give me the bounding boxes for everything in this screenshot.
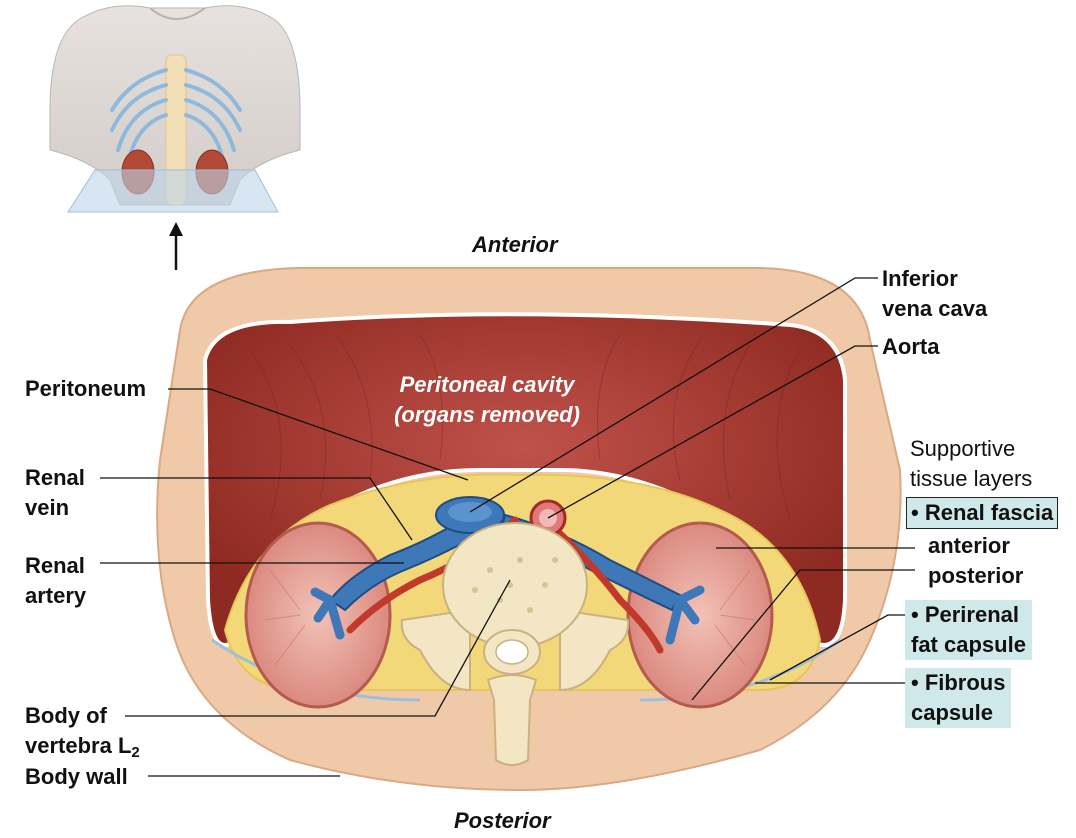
renal-vein-label: Renal vein [25,463,85,523]
fibrous-line2: capsule [911,700,993,725]
renal-artery-label: Renal artery [25,551,86,611]
right-kidney [626,521,774,709]
vertebra-text: vertebra L [25,733,132,758]
leader-perirenal-fat [769,614,905,681]
leader-renal-fascia-posterior [691,569,915,701]
renal-vein-line1: Renal [25,465,85,490]
body-of-vertebra-label: Body of vertebra L2 [25,701,140,768]
supportive-line2: tissue layers [910,466,1033,491]
renal-fascia-anterior-label: anterior [928,533,1010,558]
leader-aorta [547,345,878,519]
leader-body-of-vertebra [125,579,511,717]
peritoneal-cavity-label: Peritoneal cavity (organs removed) [372,370,602,430]
inferior-vena-cava-label: Inferior vena cava [882,264,987,324]
leader-peritoneum [168,388,469,481]
perirenal-line1: • Perirenal [911,602,1019,627]
renal-fascia-posterior-label: posterior [928,563,1024,588]
fibrous-line1: • Fibrous [911,670,1006,695]
renal-artery-line2: artery [25,583,87,608]
renal-fascia-label: • Renal fascia [906,497,1059,529]
fibrous-capsule-label: • Fibrous capsule [905,668,1012,728]
perirenal-line2: fat capsule [911,632,1026,657]
perirenal-fat-capsule-label: • Perirenal fat capsule [905,600,1032,660]
leader-inferior-vena-cava [469,277,878,513]
body-of-vertebra-line2: vertebra L2 [25,731,140,768]
leader-renal-vein [100,477,413,541]
torso-inset-illustration [49,5,301,270]
vertebra-l2 [400,522,630,766]
ivc-line1: Inferior [882,266,958,291]
body-wall-label: Body wall [25,764,128,789]
body-of-vertebra-line1: Body of [25,703,107,728]
leader-lines [100,277,915,777]
posterior-label: Posterior [454,808,551,833]
peritoneal-cavity-line2: (organs removed) [394,402,580,427]
renal-vein-line2: vein [25,495,70,520]
aorta-label: Aorta [882,334,940,359]
vertebra-subscript: 2 [131,744,140,761]
ivc-line2: vena cava [882,296,988,321]
renal-artery-line1: Renal [25,553,85,578]
cross-section [156,267,902,792]
right-renal-artery [541,516,664,654]
supportive-line1: Supportive [910,436,1016,461]
anterior-label: Anterior [472,232,558,257]
supportive-tissue-heading: Supportive tissue layers [910,434,1032,494]
peritoneum-label: Peritoneum [25,376,147,401]
peritoneal-cavity-line1: Peritoneal cavity [399,372,575,397]
